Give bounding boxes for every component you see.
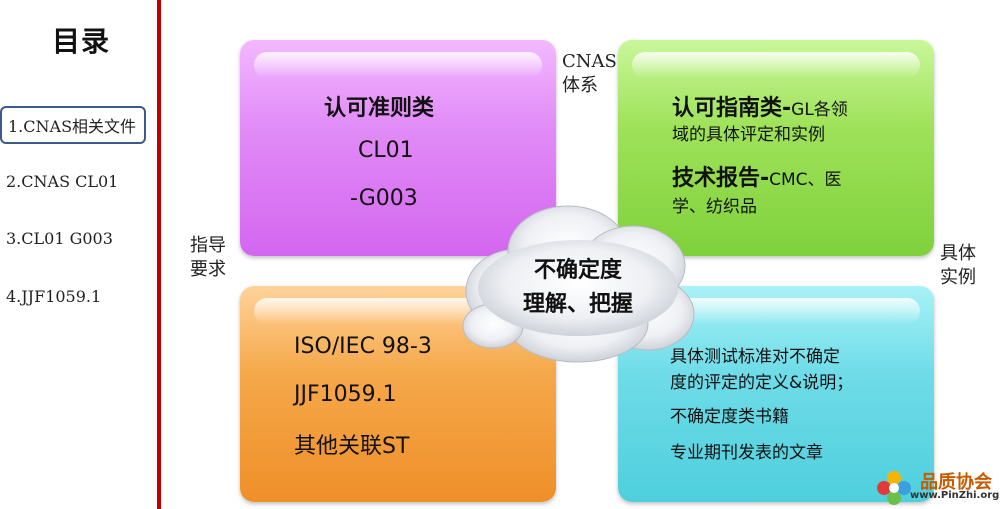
- quadrant-accreditation-criteria: 认可准则类 CL01 -G003: [240, 40, 556, 256]
- quadrant-accreditation-guides: 认可指南类-GL各领 域的具体评定和实例 技术报告-CMC、医 学、纺织品: [618, 40, 934, 256]
- guide-detail: 域的具体评定和实例: [672, 125, 825, 145]
- quadrant-examples: 具体测试标准对不确定 度的评定的定义&说明； 不确定度类书籍 专业期刊发表的文章: [618, 286, 934, 502]
- sidebar-title: 目录: [52, 25, 111, 58]
- example-label-line1: 具体: [940, 243, 976, 264]
- cnas-label-line2: 体系: [562, 75, 598, 96]
- logo-url: www.PinZhi.org: [910, 490, 1000, 501]
- cloud-icon: [462, 205, 695, 363]
- standard-other: 其他关联ST: [294, 434, 410, 459]
- nav-item-cnas-cl01[interactable]: 2.CNAS CL01: [6, 172, 119, 191]
- sidebar: 目录 1.CNAS相关文件 2.CNAS CL01 3.CL01 G003 4.…: [0, 0, 158, 509]
- nav-item-cl01-g003[interactable]: 3.CL01 G003: [6, 229, 113, 248]
- sidebar-divider: [157, 0, 161, 509]
- example-line-2: 度的评定的定义&说明；: [670, 373, 854, 393]
- guide-requirement-label: 指导 要求: [190, 234, 226, 282]
- criteria-title: 认可准则类: [324, 96, 435, 121]
- example-line-1: 具体测试标准对不确定: [670, 347, 840, 367]
- report-heading-bold: 技术报告-: [672, 166, 770, 191]
- cnas-label-line1: CNAS: [562, 51, 617, 72]
- report-heading: 技术报告-CMC、医: [672, 160, 842, 192]
- guide-heading: 认可指南类-GL各领: [672, 90, 848, 122]
- flower-logo-icon: [877, 471, 911, 505]
- example-line-4: 专业期刊发表的文章: [670, 443, 823, 463]
- guide-label-line1: 指导: [190, 235, 226, 256]
- example-label-line2: 实例: [940, 267, 976, 288]
- logo-name: 品质协会: [920, 472, 992, 493]
- cnas-system-label: CNAS 体系: [562, 50, 617, 98]
- nav-item-cnas-docs[interactable]: 1.CNAS相关文件: [0, 106, 146, 144]
- center-cloud: 不确定度 理解、把握: [448, 196, 708, 366]
- center-subtitle: 理解、把握: [522, 292, 633, 317]
- report-heading-rest: CMC、医: [769, 170, 842, 190]
- example-label: 具体 实例: [940, 242, 976, 290]
- guide-heading-bold: 认可指南类-: [672, 96, 792, 121]
- guide-heading-rest: GL各领: [791, 100, 848, 120]
- guide-label-line2: 要求: [190, 259, 226, 280]
- report-detail: 学、纺织品: [672, 197, 757, 217]
- example-line-3: 不确定度类书籍: [670, 407, 789, 427]
- criteria-code-suffix: -G003: [350, 186, 418, 211]
- center-title: 不确定度: [533, 258, 622, 283]
- brand-logo: 品质协会 www.PinZhi.org: [876, 468, 1002, 509]
- nav-item-jjf1059[interactable]: 4.JJF1059.1: [6, 287, 102, 306]
- standard-iso: ISO/IEC 98-3: [294, 334, 432, 359]
- criteria-code: CL01: [358, 138, 414, 163]
- standard-jjf: JJF1059.1: [294, 382, 397, 407]
